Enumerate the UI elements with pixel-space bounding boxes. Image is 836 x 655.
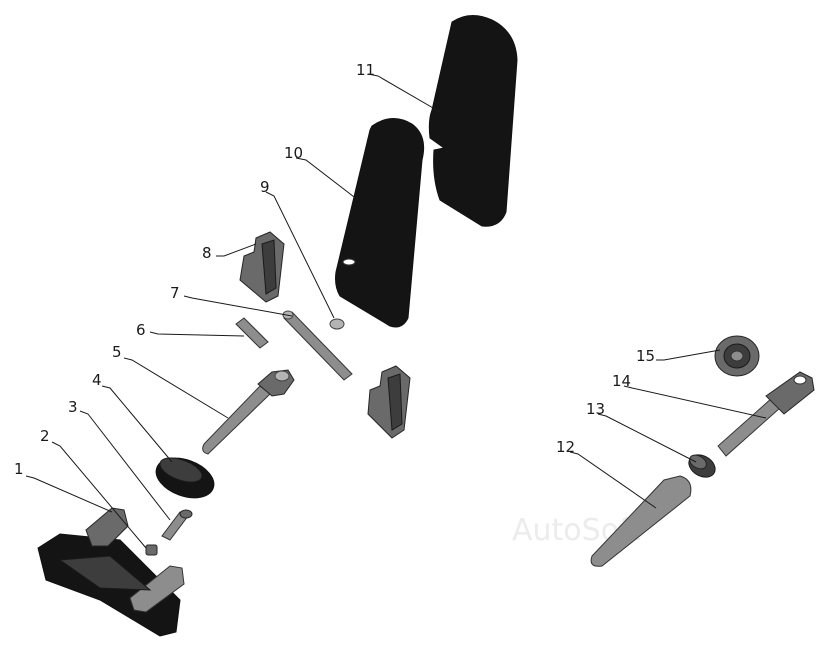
part-5-shaft — [202, 369, 295, 455]
label-4: 4 — [92, 371, 102, 389]
part-3-bolt — [161, 509, 193, 541]
part-2-nut — [145, 544, 158, 556]
label-1: 1 — [14, 460, 24, 478]
label-15: 15 — [636, 347, 655, 365]
label-3: 3 — [68, 398, 78, 416]
label-5: 5 — [112, 343, 122, 361]
part-8b-bracket — [367, 365, 411, 439]
label-2: 2 — [40, 427, 50, 445]
part-10-plate — [335, 118, 425, 328]
part-8-bracket — [239, 231, 285, 303]
part-9-washer — [329, 318, 345, 330]
part-11-flap — [428, 15, 518, 227]
label-9: 9 — [260, 178, 270, 196]
label-8: 8 — [202, 244, 212, 262]
label-13: 13 — [586, 400, 605, 418]
part-1-base — [37, 507, 185, 637]
label-7: 7 — [170, 284, 180, 302]
label-12: 12 — [556, 438, 575, 456]
label-6: 6 — [136, 321, 146, 339]
label-10: 10 — [284, 144, 303, 162]
part-13-ring — [688, 454, 716, 478]
part-14-eye-pin — [717, 371, 815, 457]
leader-lines — [25, 73, 767, 549]
part-12-cap — [590, 475, 692, 567]
label-14: 14 — [612, 372, 631, 390]
part-4-bushing — [155, 457, 215, 499]
part-6-pin — [235, 317, 269, 349]
label-11: 11 — [356, 61, 375, 79]
part-labels: 1 2 3 4 5 6 7 8 9 10 11 12 13 14 15 — [14, 61, 655, 478]
part-15-bushing — [714, 335, 760, 377]
